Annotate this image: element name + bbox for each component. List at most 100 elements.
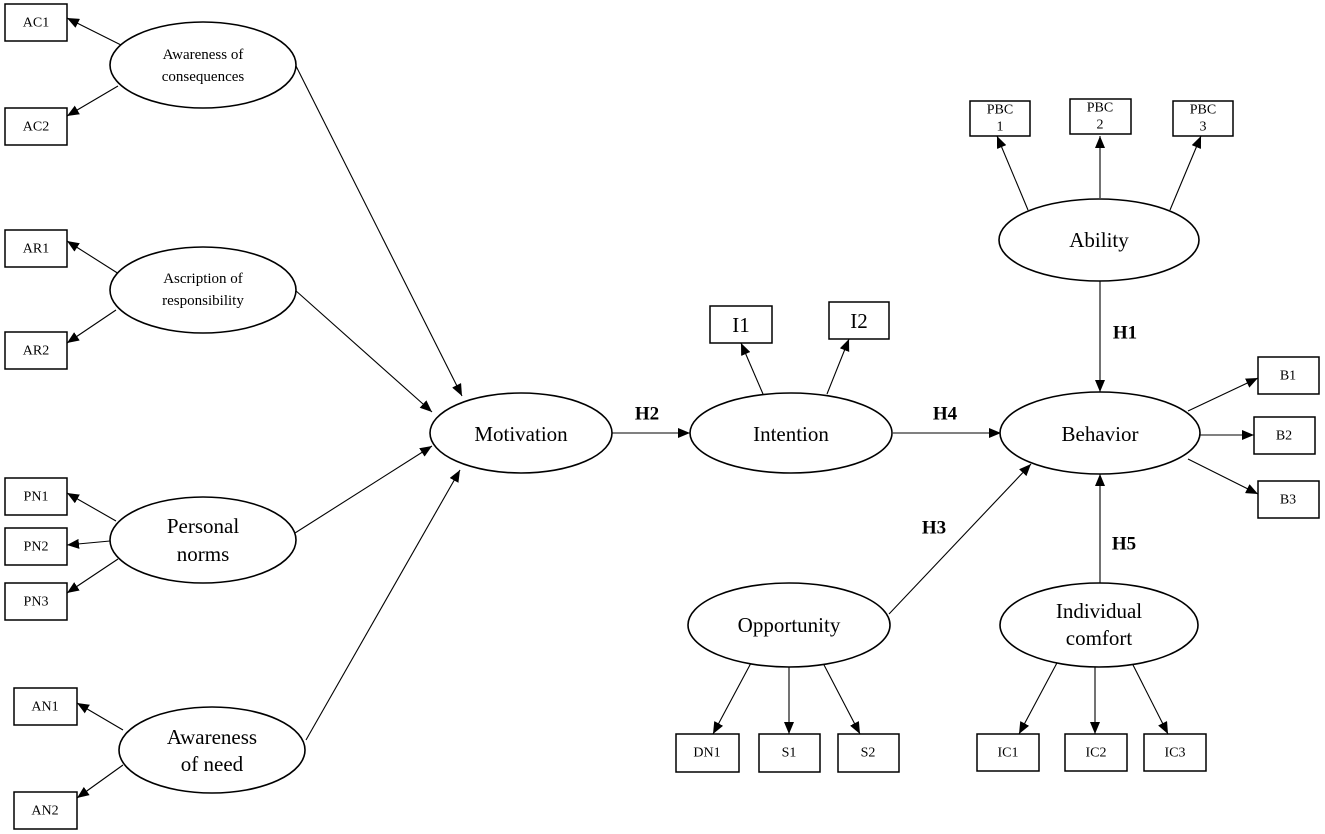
indicator-b3: B3 xyxy=(1257,480,1320,519)
indicator-label: AN1 xyxy=(31,700,58,715)
construct-label-line-2: norms xyxy=(177,542,230,566)
edge-intention-i2 xyxy=(826,338,850,395)
indicator-label: AC1 xyxy=(23,16,49,31)
construct-label-line-1: Personal xyxy=(167,514,239,538)
construct-label-line-2: responsibility xyxy=(162,293,244,309)
construct-label: Intention xyxy=(753,422,829,446)
construct-label-line-1: Awareness of xyxy=(163,47,244,63)
construct-label: Behavior xyxy=(1062,422,1139,446)
edge-opportunity-s2 xyxy=(822,662,861,735)
construct-intention: Intention xyxy=(689,392,893,474)
indicator-pbc2: PBC 2 xyxy=(1069,98,1132,135)
label-h1: H1 xyxy=(1113,323,1137,344)
indicator-b2: B2 xyxy=(1253,416,1316,455)
edge-aor-ar1 xyxy=(66,240,120,275)
indicator-label: IC3 xyxy=(1165,746,1186,761)
indicator-label: IC1 xyxy=(998,746,1019,761)
construct-label: Motivation xyxy=(474,422,568,446)
indicator-label: S1 xyxy=(782,746,797,761)
indicator-label-line-2: 3 xyxy=(1200,120,1207,135)
indicator-label: AN2 xyxy=(31,804,58,819)
edge-intention-i1 xyxy=(740,342,764,395)
indicator-i2: I2 xyxy=(828,301,890,340)
edge-pn-motivation xyxy=(294,445,433,534)
indicator-i1: I1 xyxy=(709,305,773,344)
construct-awareness-of-consequences: Awareness of consequences xyxy=(109,21,297,109)
edge-opportunity-behavior xyxy=(888,463,1032,615)
indicator-label: B3 xyxy=(1280,493,1296,508)
label-h3: H3 xyxy=(922,518,946,539)
edge-pn-pn1 xyxy=(66,492,117,522)
indicator-b1: B1 xyxy=(1257,356,1320,395)
indicator-label: PN2 xyxy=(24,540,49,555)
edge-ability-pbc3 xyxy=(1169,135,1202,211)
indicator-ar1: AR1 xyxy=(4,229,68,268)
construct-label-line-1: Awareness xyxy=(167,725,257,749)
indicator-pn2: PN2 xyxy=(4,527,68,566)
edge-behavior-b3 xyxy=(1187,458,1259,495)
indicator-an1: AN1 xyxy=(13,687,78,726)
construct-label: Ability xyxy=(1069,228,1129,252)
edge-aor-motivation xyxy=(294,289,433,413)
indicator-ac2: AC2 xyxy=(4,107,68,146)
indicator-label-line-1: PBC xyxy=(1190,103,1216,118)
indicator-pn3: PN3 xyxy=(4,582,68,621)
construct-opportunity: Opportunity xyxy=(687,582,891,668)
edge-aon-an1 xyxy=(76,702,124,731)
indicator-label-line-2: 1 xyxy=(997,120,1004,135)
indicator-label: DN1 xyxy=(693,746,720,761)
indicator-label: AC2 xyxy=(23,120,49,135)
indicator-dn1: DN1 xyxy=(675,733,740,773)
edge-comfort-ic3 xyxy=(1130,660,1169,735)
edge-ability-pbc1 xyxy=(996,135,1029,211)
indicator-label-line-2: 2 xyxy=(1097,118,1104,133)
indicator-label: I2 xyxy=(850,309,868,333)
edge-comfort-ic1 xyxy=(1018,660,1059,735)
edges xyxy=(66,17,1259,799)
label-h4: H4 xyxy=(933,404,958,425)
indicator-pbc3: PBC 3 xyxy=(1172,100,1234,137)
indicator-label: IC2 xyxy=(1086,746,1107,761)
hypothesis-labels: H1 H2 H3 H4 H5 xyxy=(635,323,1137,555)
edge-aor-ar2 xyxy=(66,309,117,344)
construct-label: Opportunity xyxy=(738,613,841,637)
construct-ability: Ability xyxy=(998,198,1200,282)
edge-behavior-b1 xyxy=(1187,377,1259,412)
edge-pn-pn3 xyxy=(66,558,119,594)
edge-opportunity-dn1 xyxy=(712,662,752,735)
construct-personal-norms: Personal norms xyxy=(109,496,297,584)
indicator-label: PN1 xyxy=(24,490,49,505)
indicator-ac1: AC1 xyxy=(4,3,68,42)
indicator-label: AR1 xyxy=(23,242,49,257)
indicator-label: PN3 xyxy=(24,595,49,610)
indicator-pbc1: PBC 1 xyxy=(969,100,1031,137)
indicator-label-line-1: PBC xyxy=(987,103,1013,118)
indicator-an2: AN2 xyxy=(13,791,78,830)
construct-label-line-1: Ascription of xyxy=(163,271,243,287)
construct-label-line-2: of need xyxy=(181,752,244,776)
edge-aoc-motivation xyxy=(294,63,463,397)
construct-motivation: Motivation xyxy=(429,392,613,474)
indicator-ar2: AR2 xyxy=(4,331,68,370)
edge-aon-an2 xyxy=(76,764,124,799)
indicator-label: B2 xyxy=(1276,429,1292,444)
construct-ascription-of-responsibility: Ascription of responsibility xyxy=(109,246,297,334)
construct-label-line-1: Individual xyxy=(1056,599,1142,623)
indicator-ic1: IC1 xyxy=(976,733,1040,772)
edge-aon-motivation xyxy=(305,469,461,741)
edge-aoc-ac2 xyxy=(66,85,119,117)
construct-label-line-2: comfort xyxy=(1066,626,1133,650)
construct-behavior: Behavior xyxy=(999,391,1201,475)
indicator-label: I1 xyxy=(732,313,750,337)
indicator-s2: S2 xyxy=(837,733,900,773)
indicator-label: AR2 xyxy=(23,344,49,359)
indicator-label-line-1: PBC xyxy=(1087,101,1113,116)
construct-label-line-2: consequences xyxy=(162,69,245,85)
label-h2: H2 xyxy=(635,404,659,425)
construct-individual-comfort: Individual comfort xyxy=(999,582,1199,668)
indicator-label: B1 xyxy=(1280,369,1296,384)
indicator-ic3: IC3 xyxy=(1143,733,1207,772)
indicator-label: S2 xyxy=(861,746,876,761)
construct-awareness-of-need: Awareness of need xyxy=(118,706,306,794)
edge-aoc-ac1 xyxy=(66,17,124,47)
